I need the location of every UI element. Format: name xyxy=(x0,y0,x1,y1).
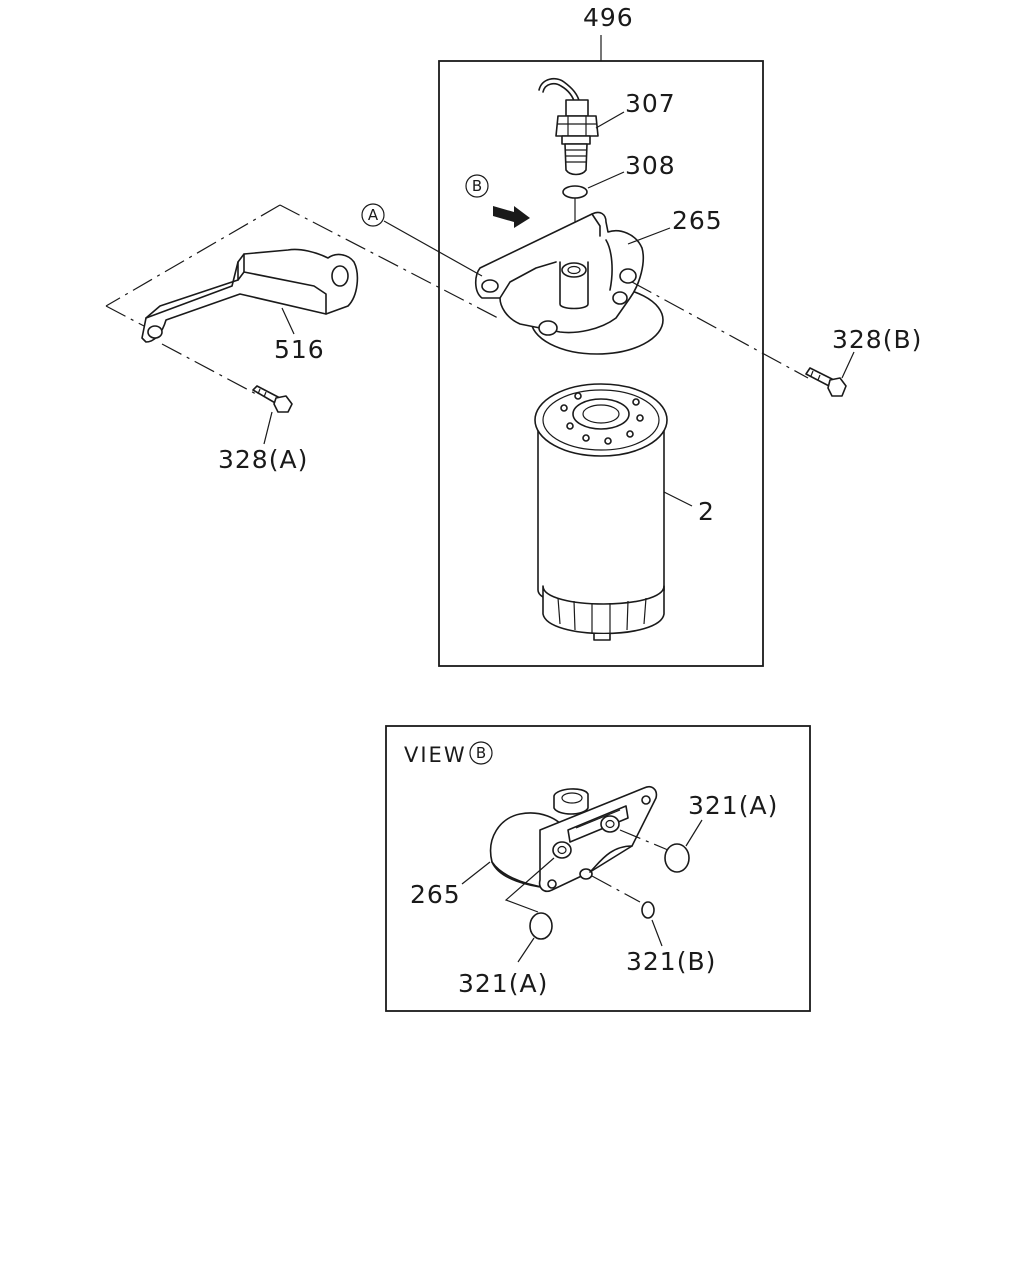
marker-a-circle xyxy=(361,203,385,227)
view-b-filter-head-265 xyxy=(489,785,658,893)
leader-328b xyxy=(841,351,855,379)
label-328a: 328(A) xyxy=(218,445,308,474)
leader-516 xyxy=(281,307,295,335)
pressure-sensor-307 xyxy=(538,77,599,176)
marker-a-label: A xyxy=(368,206,379,224)
label-2: 2 xyxy=(698,497,715,526)
view-direction-arrow xyxy=(493,206,530,228)
view-leader-321a-top xyxy=(685,819,703,847)
view-oring-321a-bottom xyxy=(529,912,553,940)
view-marker-b-circle xyxy=(469,741,493,765)
marker-b-label: B xyxy=(472,177,482,195)
bolt-b-alignment-line xyxy=(631,281,809,379)
bolt-a-alignment-line xyxy=(161,343,257,395)
view-leader-265 xyxy=(461,861,491,885)
label-308: 308 xyxy=(625,151,676,180)
marker-b-circle xyxy=(465,174,489,198)
view-oring-b-line xyxy=(591,875,641,903)
leader-328a xyxy=(263,411,273,445)
fuel-filter-cartridge-2 xyxy=(534,383,668,641)
view-b-frame xyxy=(385,725,811,1012)
label-496: 496 xyxy=(583,3,634,32)
view-label-265: 265 xyxy=(410,880,461,909)
view-leader-321a-bottom xyxy=(517,937,535,963)
view-b-title: VIEW xyxy=(404,743,467,767)
view-label-321a-bottom: 321(A) xyxy=(458,969,548,998)
leader-2 xyxy=(663,491,693,507)
bracket-alignment-lines xyxy=(105,204,499,327)
label-328b: 328(B) xyxy=(832,325,922,354)
bolt-328b xyxy=(805,367,847,397)
view-oring-321b xyxy=(641,901,655,919)
view-oring-a-bottom-line xyxy=(504,857,555,913)
view-label-321a-top: 321(A) xyxy=(688,791,778,820)
leader-307 xyxy=(595,111,625,129)
oring-308 xyxy=(562,185,588,199)
view-oring-321a-top xyxy=(664,843,690,873)
view-label-321b: 321(B) xyxy=(626,947,716,976)
bolt-328a xyxy=(252,385,293,413)
leader-308 xyxy=(587,171,625,189)
label-516: 516 xyxy=(274,335,325,364)
view-oring-a-top-line xyxy=(619,829,669,851)
view-leader-321b xyxy=(651,919,663,947)
filter-head-265 xyxy=(474,211,664,355)
label-307: 307 xyxy=(625,89,676,118)
mounting-bracket-516 xyxy=(141,248,359,343)
view-marker-b-label: B xyxy=(476,744,486,762)
leader-265 xyxy=(627,227,671,245)
label-265: 265 xyxy=(672,206,723,235)
leader-marker-a xyxy=(383,220,483,277)
